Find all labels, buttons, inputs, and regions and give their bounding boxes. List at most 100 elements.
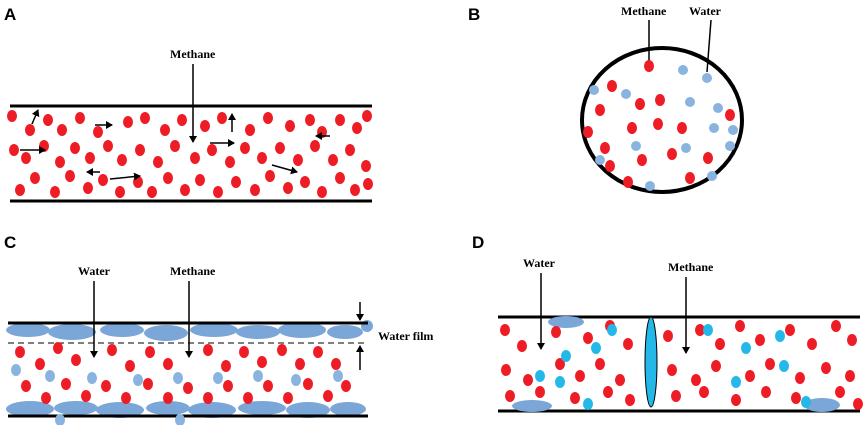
water-molecule bbox=[779, 360, 789, 372]
methane-molecule bbox=[501, 364, 511, 376]
methane-molecule bbox=[295, 358, 305, 370]
methane-molecule bbox=[535, 386, 545, 398]
methane-molecule bbox=[350, 184, 360, 196]
methane-molecule bbox=[607, 80, 617, 92]
methane-molecule bbox=[595, 104, 605, 116]
panel-b-methane-molecules bbox=[583, 60, 735, 188]
methane-molecule bbox=[55, 156, 65, 168]
water-droplet bbox=[133, 374, 143, 386]
methane-molecule bbox=[85, 152, 95, 164]
methane-molecule bbox=[691, 374, 701, 386]
methane-molecule bbox=[50, 186, 60, 198]
water-slug bbox=[512, 400, 552, 412]
water-molecule bbox=[583, 398, 593, 410]
methane-molecule bbox=[183, 382, 193, 394]
water-film-segment bbox=[188, 402, 236, 418]
methane-molecule bbox=[523, 374, 533, 386]
panel-a-motion-arrows bbox=[20, 109, 330, 181]
panel-c-letter: C bbox=[4, 233, 16, 252]
methane-molecule bbox=[363, 178, 373, 190]
methane-molecule bbox=[835, 386, 845, 398]
methane-molecule bbox=[225, 156, 235, 168]
methane-molecule bbox=[821, 362, 831, 374]
methane-molecule bbox=[190, 152, 200, 164]
methane-molecule bbox=[623, 176, 633, 188]
methane-molecule bbox=[517, 340, 527, 352]
panel-b-water-molecules bbox=[589, 65, 738, 191]
methane-molecule bbox=[551, 326, 561, 338]
water-film-segment bbox=[96, 402, 144, 418]
water-molecule bbox=[703, 324, 713, 336]
methane-molecule bbox=[263, 112, 273, 124]
water-droplet bbox=[11, 364, 21, 376]
methane-molecule bbox=[70, 142, 80, 154]
methane-molecule bbox=[25, 124, 35, 136]
methane-molecule bbox=[103, 140, 113, 152]
water-droplet bbox=[173, 372, 183, 384]
water-molecule bbox=[561, 350, 571, 362]
water-molecule bbox=[555, 376, 565, 388]
methane-molecule bbox=[240, 142, 250, 154]
methane-molecule bbox=[239, 346, 249, 358]
methane-molecule bbox=[107, 344, 117, 356]
methane-molecule bbox=[177, 114, 187, 126]
water-molecule bbox=[713, 103, 723, 113]
panel-c-water-label: Water bbox=[78, 264, 111, 278]
methane-molecule bbox=[600, 142, 610, 154]
water-droplet bbox=[175, 414, 185, 425]
methane-molecule bbox=[845, 370, 855, 382]
methane-molecule bbox=[243, 392, 253, 404]
methane-molecule bbox=[133, 176, 143, 188]
panel-a-methane-label: Methane bbox=[170, 47, 216, 61]
water-molecule bbox=[801, 396, 811, 408]
panel-b: B Methane Water bbox=[468, 4, 744, 194]
methane-molecule bbox=[653, 118, 663, 130]
water-molecule bbox=[741, 342, 751, 354]
methane-molecule bbox=[725, 109, 735, 121]
methane-molecule bbox=[65, 170, 75, 182]
water-droplet bbox=[55, 414, 65, 425]
methane-molecule bbox=[41, 392, 51, 404]
methane-molecule bbox=[583, 332, 593, 344]
water-molecule bbox=[728, 125, 738, 135]
methane-molecule bbox=[831, 320, 841, 332]
methane-molecule bbox=[200, 120, 210, 132]
water-molecule bbox=[621, 89, 631, 99]
water-molecule bbox=[645, 181, 655, 191]
water-molecule bbox=[702, 73, 712, 83]
methane-molecule bbox=[263, 380, 273, 392]
methane-molecule bbox=[623, 338, 633, 350]
methane-molecule bbox=[35, 358, 45, 370]
methane-molecule bbox=[98, 174, 108, 186]
water-film-segment bbox=[144, 325, 188, 341]
water-film-segment bbox=[330, 402, 366, 416]
methane-molecule bbox=[57, 124, 67, 136]
panel-d-water-bridge bbox=[644, 316, 658, 408]
methane-molecule bbox=[795, 372, 805, 384]
panel-d-water-molecules bbox=[535, 324, 811, 410]
methane-molecule bbox=[615, 374, 625, 386]
methane-molecule bbox=[285, 120, 295, 132]
methane-molecule bbox=[711, 360, 721, 372]
methane-molecule bbox=[245, 124, 255, 136]
panel-d-water-label: Water bbox=[523, 256, 556, 270]
water-molecule bbox=[709, 123, 719, 133]
methane-molecule bbox=[505, 390, 515, 402]
methane-molecule bbox=[303, 378, 313, 390]
methane-molecule bbox=[160, 124, 170, 136]
water-molecule bbox=[595, 155, 605, 165]
methane-molecule bbox=[677, 122, 687, 134]
methane-molecule bbox=[121, 392, 131, 404]
methane-molecule bbox=[570, 392, 580, 404]
methane-molecule bbox=[223, 380, 233, 392]
methane-molecule bbox=[335, 114, 345, 126]
panel-c-film-label: Water film bbox=[378, 329, 433, 343]
methane-molecule bbox=[323, 390, 333, 402]
methane-molecule bbox=[341, 380, 351, 392]
water-slug bbox=[804, 398, 840, 412]
water-film-segment bbox=[6, 401, 54, 417]
methane-molecule bbox=[75, 112, 85, 124]
panel-d-methane-label: Methane bbox=[668, 260, 714, 274]
panel-b-water-pointer bbox=[706, 19, 712, 73]
